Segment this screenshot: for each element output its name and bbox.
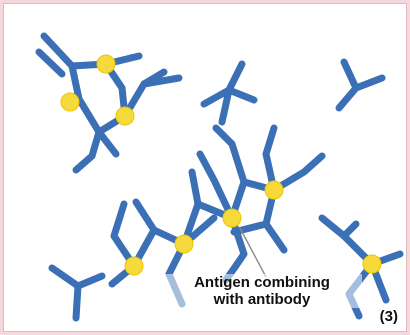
- antibody-ring-complex: [35, 32, 183, 174]
- callout-line: [239, 227, 267, 278]
- antigen-particle: [60, 92, 80, 112]
- free-antibody: [335, 58, 386, 112]
- antigen-particle: [264, 180, 284, 200]
- antigen-particle: [124, 256, 144, 276]
- antigen-particle: [96, 54, 116, 74]
- label-line-2: with antibody: [213, 291, 311, 308]
- label-line-1: Antigen combining: [194, 274, 330, 291]
- free-antibody: [48, 264, 106, 322]
- antigen-particle: [174, 234, 194, 254]
- antigen-particle: [115, 106, 135, 126]
- antigen-particle: [222, 208, 242, 228]
- figure-number: (3): [379, 308, 398, 325]
- free-antibody: [200, 60, 258, 126]
- antigen-antibody-label: Antigen combining with antibody: [162, 274, 362, 308]
- diagram-frame: Antigen combining with antibody (3): [3, 3, 407, 332]
- antigen-particle: [362, 254, 382, 274]
